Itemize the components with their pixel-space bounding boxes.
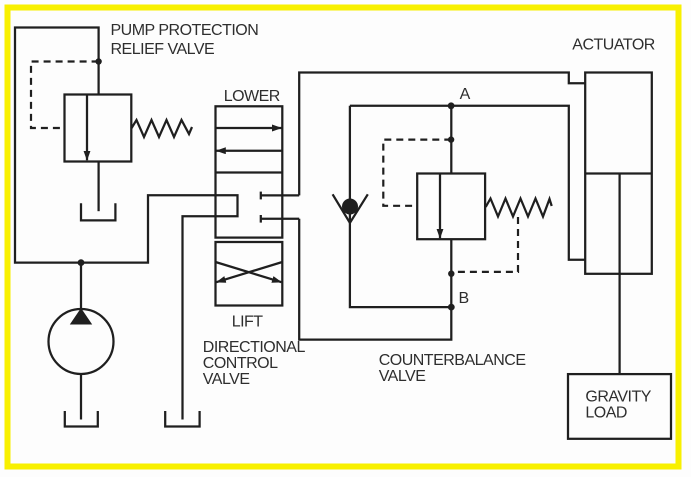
svg-text:LIFT: LIFT [232,314,264,331]
svg-text:RELIEF VALVE: RELIEF VALVE [111,41,215,58]
svg-text:A: A [460,86,471,103]
svg-text:COUNTERBALANCE: COUNTERBALANCE [379,352,526,369]
svg-text:PUMP PROTECTION: PUMP PROTECTION [111,22,259,39]
svg-text:LOAD: LOAD [585,405,627,422]
svg-text:CONTROL: CONTROL [203,355,278,372]
svg-text:VALVE: VALVE [203,371,250,388]
svg-text:B: B [459,290,469,307]
svg-text:ACTUATOR: ACTUATOR [572,36,655,53]
svg-text:VALVE: VALVE [379,368,426,385]
svg-text:GRAVITY: GRAVITY [585,389,651,406]
svg-text:LOWER: LOWER [224,88,280,105]
svg-text:DIRECTIONAL: DIRECTIONAL [203,339,306,356]
